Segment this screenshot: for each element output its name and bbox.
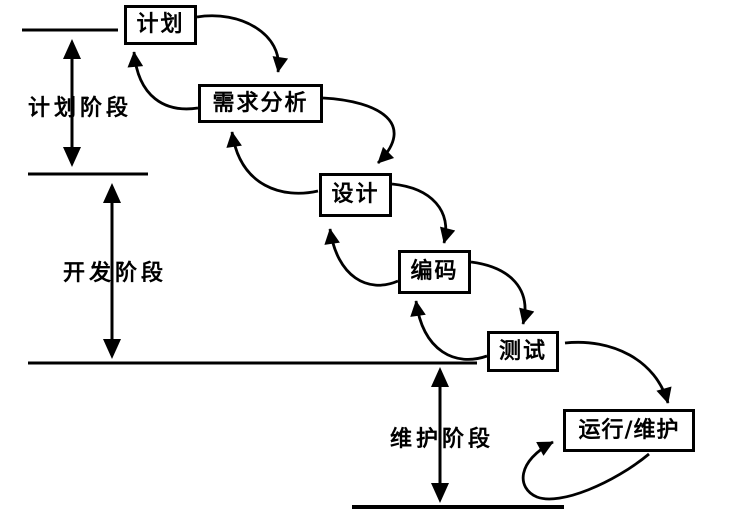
phase-span-arrow-maintenance: [431, 367, 449, 503]
stage-box-coding: 编码: [398, 250, 471, 294]
phase-span-arrow-planning: [63, 39, 81, 167]
arrow-operation-self-loop: [521, 440, 650, 501]
stage-box-design: 设计: [319, 173, 392, 217]
arrow-coding-to-testing: [470, 260, 535, 325]
arrow-plan-to-requirements: [196, 14, 289, 73]
phase-label-maintenance: 维护阶段: [389, 427, 494, 452]
stage-box-plan: 计划: [124, 5, 197, 45]
phase-span-arrow-development: [103, 183, 121, 359]
phase-label-planning: 计划阶段: [27, 96, 132, 121]
arrow-requirements-to-design: [322, 96, 396, 164]
arrow-design-to-coding: [391, 182, 456, 244]
stage-box-requirements: 需求分析: [198, 84, 323, 123]
arrow-coding-to-design-feedback: [324, 228, 399, 287]
stage-box-testing: 测试: [487, 331, 559, 372]
stage-box-operation: 运行/维护: [563, 409, 695, 452]
arrow-testing-to-operation: [564, 340, 672, 404]
arrow-design-to-requirements-feedback: [226, 131, 319, 195]
arrow-testing-to-coding-feedback: [410, 300, 488, 361]
arrow-requirements-to-plan-feedback: [127, 51, 199, 111]
phase-label-development: 开发阶段: [62, 261, 167, 286]
